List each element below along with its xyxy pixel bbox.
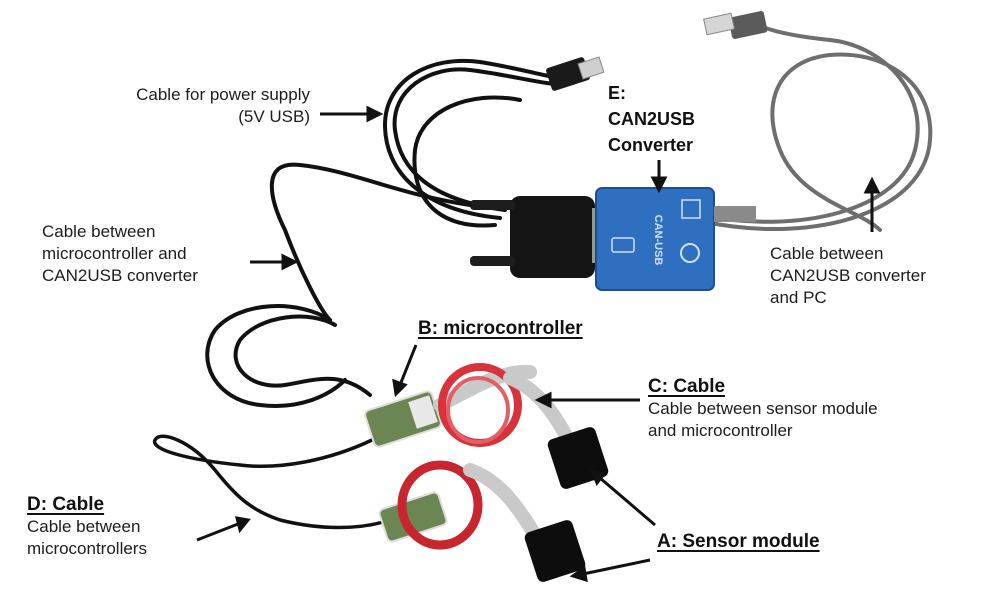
label-cable-c: C: Cable Cable between sensor module and… bbox=[648, 376, 878, 442]
label-micro-can-cable: Cable between microcontroller and CAN2US… bbox=[42, 221, 198, 287]
label-line: Cable for power supply bbox=[136, 85, 310, 104]
label-line: and microcontroller bbox=[648, 421, 793, 440]
label-line: (5V USB) bbox=[238, 107, 310, 126]
arrow-cable-d bbox=[234, 516, 251, 534]
ribbon-cable-2 bbox=[397, 460, 542, 550]
label-line: Cable between bbox=[27, 517, 141, 536]
label-title: B: microcontroller bbox=[418, 318, 583, 339]
label-title: A: Sensor module bbox=[657, 531, 820, 552]
label-title: CAN2USB bbox=[608, 109, 696, 129]
label-line: Cable between sensor module bbox=[648, 399, 878, 418]
label-line: CAN2USB converter bbox=[42, 266, 198, 285]
usb-plug-pc bbox=[703, 11, 768, 39]
arrow-sensor-2 bbox=[569, 565, 588, 583]
can-usb-device-label: CAN-USB bbox=[652, 215, 664, 266]
arrow-microcontroller bbox=[392, 378, 408, 398]
label-microcontroller: B: microcontroller bbox=[418, 318, 583, 340]
label-line: and PC bbox=[770, 288, 827, 307]
label-power-cable: Cable for power supply (5V USB) bbox=[60, 84, 310, 128]
label-line: CAN2USB converter bbox=[770, 266, 926, 285]
label-title: D: Cable bbox=[27, 494, 105, 515]
micro-can-cable bbox=[205, 162, 472, 408]
sensor-module-2 bbox=[524, 520, 586, 582]
pc-usb-cable bbox=[698, 24, 933, 232]
arrow-pc-cable bbox=[863, 176, 881, 194]
label-sensor-module: A: Sensor module bbox=[657, 531, 820, 553]
label-title: E: bbox=[608, 83, 626, 103]
label-line: microcontrollers bbox=[27, 539, 147, 558]
arrow-sensor-1 bbox=[589, 468, 607, 486]
microcontroller-b bbox=[364, 390, 442, 448]
arrow-power-cable bbox=[366, 105, 384, 123]
db9-connector bbox=[470, 196, 602, 278]
label-cable-d: D: Cable Cable between microcontrollers bbox=[27, 494, 147, 560]
label-pc-cable: Cable between CAN2USB converter and PC bbox=[770, 243, 926, 309]
cable-between-microcontrollers bbox=[152, 434, 392, 530]
label-line: Cable between bbox=[42, 222, 156, 241]
label-line: Cable between bbox=[770, 244, 884, 263]
label-title: Converter bbox=[608, 135, 694, 155]
arrow-cable-c bbox=[534, 391, 552, 409]
usb-plug-power bbox=[546, 56, 605, 91]
annotation-arrows bbox=[196, 105, 881, 583]
can2usb-converter: CAN-USB bbox=[595, 187, 756, 291]
power-usb-cable bbox=[382, 58, 577, 228]
label-title: C: Cable bbox=[648, 376, 726, 397]
arrow-converter bbox=[650, 176, 668, 194]
arrow-micro-can-cable bbox=[281, 253, 299, 271]
label-line: microcontroller and bbox=[42, 244, 187, 263]
label-converter: E: CAN2USB Converter bbox=[608, 80, 695, 158]
